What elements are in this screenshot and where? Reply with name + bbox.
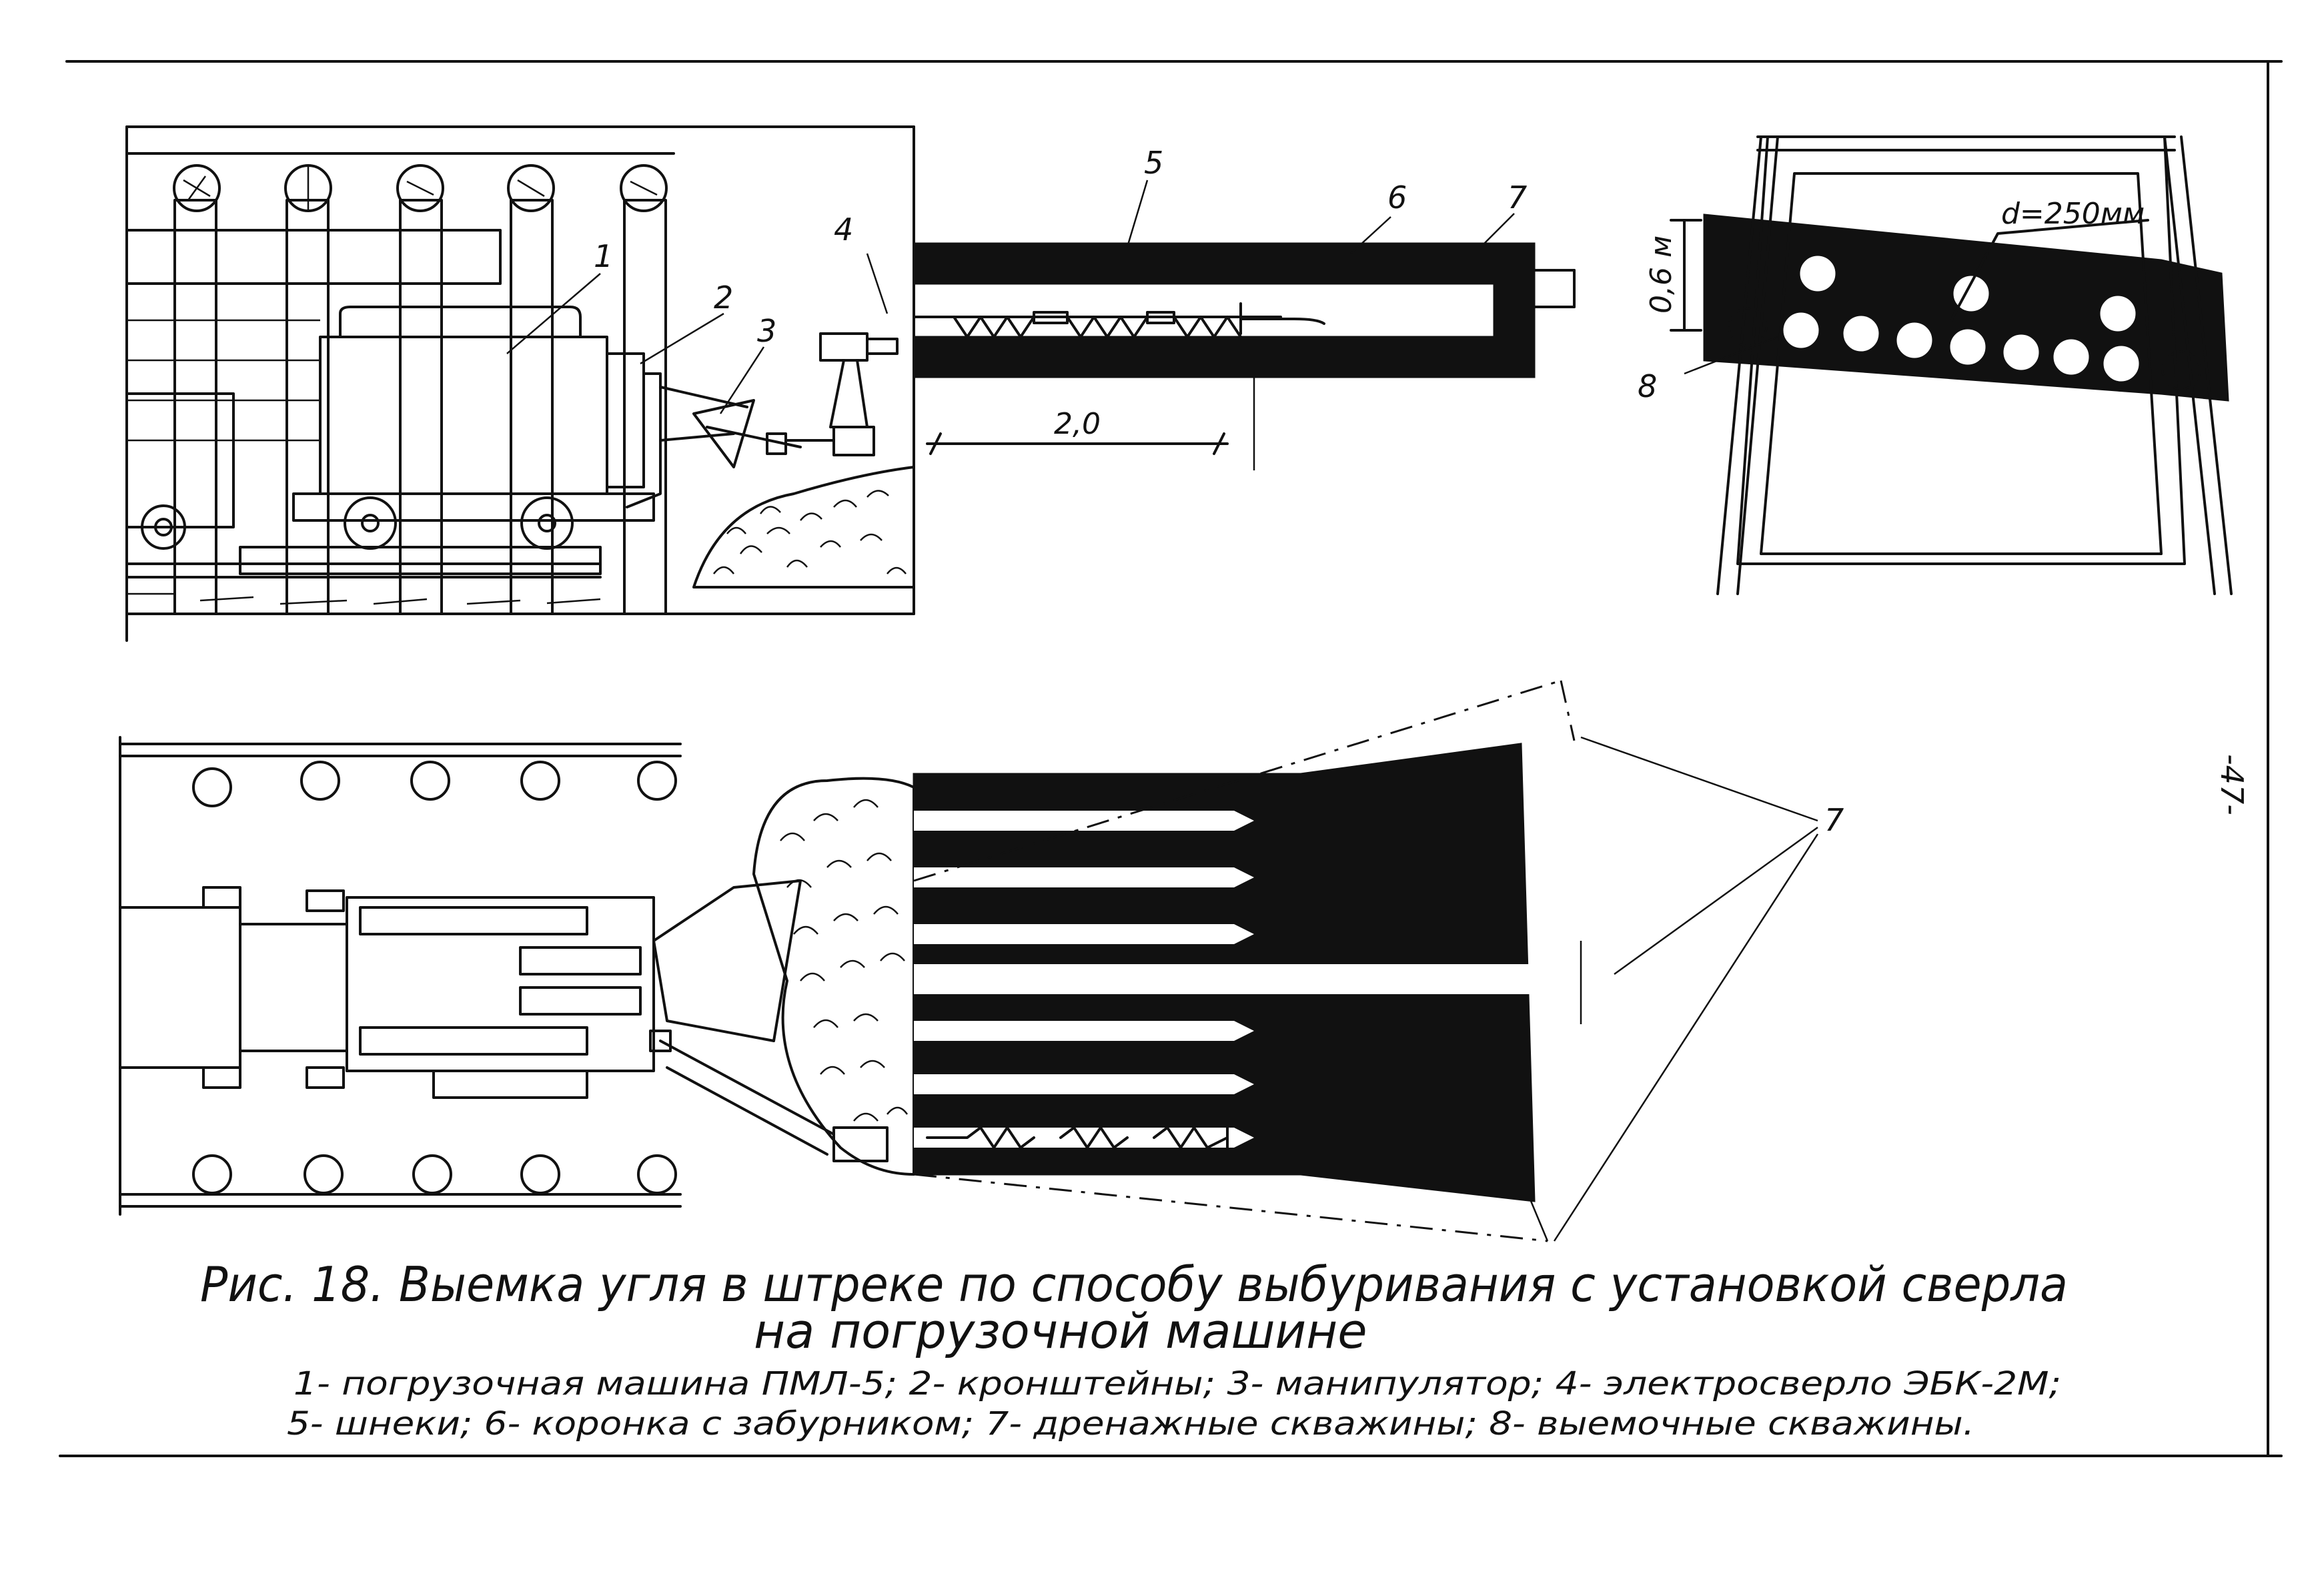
callout-5: 5 [1144, 145, 1163, 181]
extraction-holes [1728, 254, 2201, 390]
dimension-length-label: 2,0 [1054, 407, 1101, 441]
page-frame [59, 60, 2283, 1457]
plan-seam [913, 743, 1581, 1202]
callout-4: 4 [834, 212, 853, 248]
drill-stand [786, 332, 899, 456]
plan-rubble [752, 777, 915, 1176]
roof-rollers [173, 164, 668, 212]
callout-2: 2 [714, 280, 733, 316]
callout-3: 3 [757, 313, 776, 349]
dimension-length [926, 374, 1255, 470]
callout-7-side: 7 [1508, 179, 1527, 216]
cross-section: d=250мм 0,6 м 8 [1638, 135, 2233, 595]
bracket [606, 352, 662, 508]
plan-loader [119, 879, 889, 1162]
callout-6: 6 [1387, 179, 1407, 216]
page-number: -47- [2214, 754, 2250, 815]
callout-1: 1 [594, 238, 613, 274]
caption-title-line1: Рис. 18. Выемка угля в штреке по способу… [200, 1256, 2068, 1312]
side-view: 2,0 1 2 3 4 5 6 7 [125, 125, 1576, 642]
caption-title-line2: на погрузочной машине [754, 1303, 1367, 1359]
caption-legend-line2: 5- шнеки; 6- коронка с забурником; 7- др… [287, 1405, 1974, 1443]
callout-8: 8 [1638, 368, 1657, 404]
borehole-side [913, 242, 1576, 378]
rubble-pile [692, 466, 915, 588]
seam-height-label: 0,6 м [1644, 236, 1678, 314]
callout-7-plan: 7 [1824, 802, 1844, 838]
plan-props [192, 761, 677, 1194]
manipulator [659, 386, 802, 468]
caption-legend-line1: 1- погрузочная машина ПМЛ-5; 2- кронштей… [294, 1365, 2061, 1403]
diameter-label: d=250мм [2001, 197, 2145, 231]
loader-machine [154, 306, 655, 550]
caption: Рис. 18. Выемка угля в штреке по способу… [200, 1256, 2068, 1443]
plan-view: 7 [119, 679, 1844, 1242]
timber-posts [173, 199, 667, 615]
